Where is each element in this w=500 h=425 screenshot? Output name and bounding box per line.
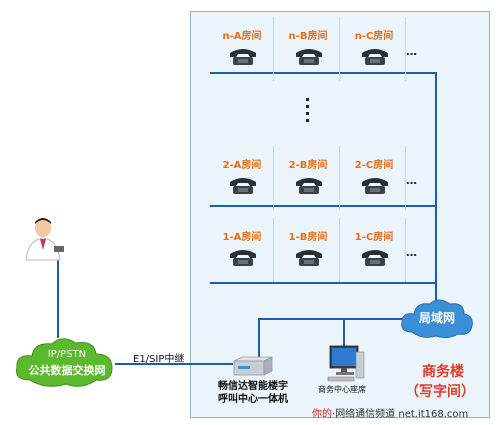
device-label-line1: 畅信达智能楼宇: [218, 381, 288, 392]
device-label-line2: 呼叫中心一体机: [218, 394, 288, 405]
telephone-icon: [362, 250, 388, 266]
watermark-bullet: ·: [332, 409, 336, 420]
room-n-c: n-C房间: [342, 17, 406, 81]
room-label: n-A房间: [222, 31, 262, 42]
room-label: 1-C房间: [354, 232, 394, 243]
room-n-a: n-A房间: [210, 17, 274, 81]
more-floors-indicator: [306, 98, 310, 128]
agent-person-icon: [25, 218, 64, 261]
agent-wire: [57, 258, 59, 338]
telephone-icon: [230, 49, 256, 65]
building-name-line2: （写字间）: [405, 384, 475, 400]
room-label: n-B房间: [288, 31, 328, 42]
floor-n-wire: [210, 72, 437, 74]
more-rooms-indicator: …: [406, 174, 418, 187]
room-2-b: 2-B房间: [276, 146, 340, 210]
computer-monitor-icon: [327, 345, 365, 382]
watermark: 你的·网络通信频道 net.it168.com: [312, 405, 468, 420]
room-1-c: 1-C房间: [342, 218, 406, 282]
building-name-line1: 商务楼: [422, 364, 464, 380]
room-label: 2-A房间: [222, 160, 262, 171]
more-rooms-indicator: …: [406, 45, 418, 58]
telephone-icon: [362, 178, 388, 194]
lan-left-wire: [258, 318, 410, 320]
floor-n: n-A房间 n-B房间 n-C房间 …: [210, 17, 440, 81]
watermark-prefix: 你的: [312, 409, 332, 420]
floor-2: 2-A房间 2-B房间 2-C房间 …: [210, 146, 440, 210]
floor-2-wire: [210, 205, 437, 207]
telephone-icon: [230, 178, 256, 194]
room-1-a: 1-A房间: [210, 218, 274, 282]
floor-1: 1-A房间 1-B房间 1-C房间 …: [210, 218, 440, 282]
telephone-icon: [362, 49, 388, 65]
telephone-icon: [296, 250, 322, 266]
seat-label: 商务中心座席: [318, 385, 366, 394]
telephone-icon: [230, 250, 256, 266]
watermark-site: net.it168.com: [398, 409, 469, 420]
watermark-middle: 网络通信频道: [335, 409, 396, 420]
room-2-a: 2-A房间: [210, 146, 274, 210]
trunk-label: E1/SIP中继: [133, 354, 185, 365]
device-drop-wire: [258, 318, 260, 360]
more-rooms-indicator: …: [406, 246, 418, 259]
room-2-c: 2-C房间: [342, 146, 406, 210]
riser-wire: [435, 72, 437, 302]
room-n-b: n-B房间: [276, 17, 340, 81]
telephone-icon: [296, 49, 322, 65]
room-label: 1-B房间: [288, 232, 328, 243]
room-label: n-C房间: [354, 31, 394, 42]
room-1-b: 1-B房间: [276, 218, 340, 282]
pstn-cloud-line2: 公共数据交换网: [28, 364, 106, 377]
call-center-device-icon: [233, 356, 273, 376]
telephone-icon: [296, 178, 322, 194]
room-label: 1-A房间: [222, 232, 262, 243]
room-label: 2-C房间: [354, 160, 394, 171]
room-label: 2-B房间: [288, 160, 328, 171]
pstn-cloud-icon: [16, 338, 113, 387]
pstn-cloud-line1: IP/PSTN: [47, 349, 87, 360]
seat-drop-wire: [343, 318, 345, 346]
lan-cloud-icon: [401, 299, 473, 339]
floor-1-wire: [210, 282, 437, 284]
trunk-wire: [115, 363, 233, 365]
lan-cloud-label: 局域网: [418, 311, 455, 325]
